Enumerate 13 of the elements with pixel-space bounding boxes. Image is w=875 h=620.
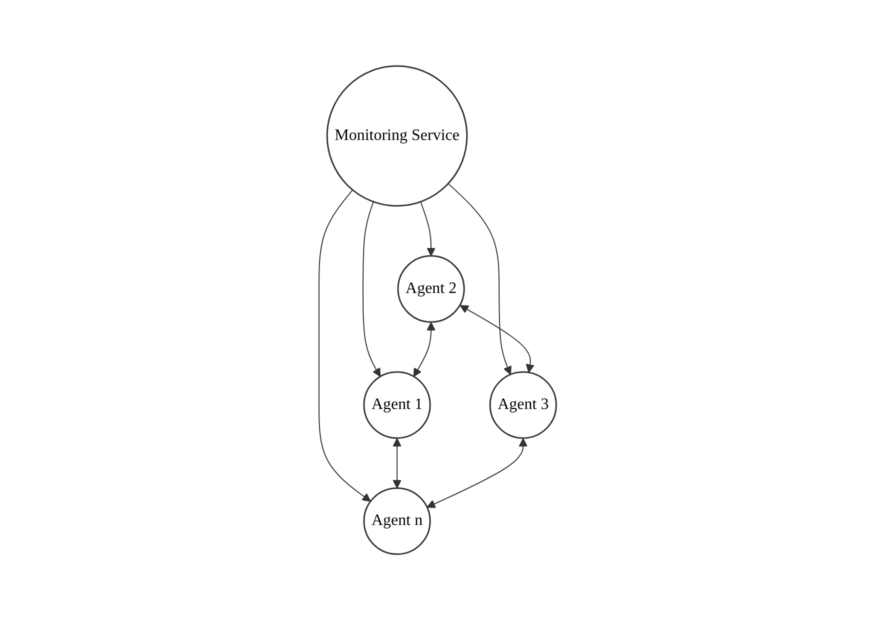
- arrow: [420, 201, 436, 256]
- arrow: [460, 304, 534, 373]
- node-circle: Agent 3: [489, 371, 557, 439]
- node-circle: Agent 2: [397, 255, 465, 323]
- arrow: [413, 322, 436, 377]
- node-circle: Agent n: [363, 487, 431, 555]
- arrow: [426, 438, 528, 508]
- arrow: [362, 201, 381, 377]
- arrow: [392, 438, 402, 488]
- arrow: [448, 182, 512, 375]
- node-circle: Agent 1: [363, 371, 431, 439]
- node-circle: Monitoring Service: [326, 65, 468, 207]
- arrow: [318, 189, 371, 502]
